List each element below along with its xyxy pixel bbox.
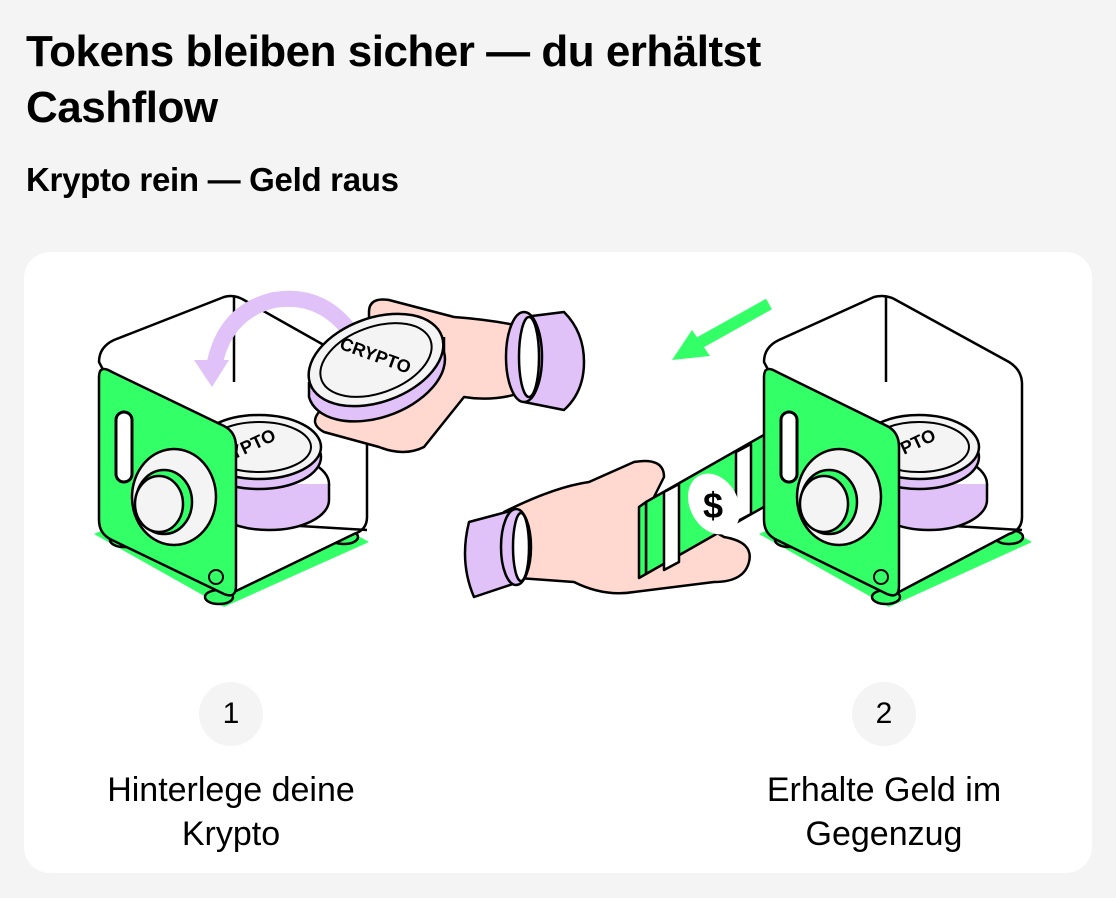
step-1: 1 Hinterlege deine Krypto (51, 682, 411, 856)
page-title: Tokens bleiben sicher — du erhältst Cash… (26, 27, 761, 132)
step-label: Hinterlege deine Krypto (107, 771, 355, 853)
step-number-badge: 2 (852, 682, 916, 746)
crypto-to-cash-illustration: YPTO (94, 290, 1032, 607)
safe-right-icon: YPTO (759, 294, 1032, 607)
safe-dial-icon (130, 447, 218, 547)
safe-dial-icon (795, 447, 883, 547)
safe-left-icon: YPTO (94, 294, 369, 607)
step-number-badge: 1 (199, 682, 263, 746)
steps-card: YPTO (24, 252, 1092, 873)
hand-receiving-cash-icon: $ (463, 430, 771, 599)
step-2: 2 Erhalte Geld im Gegenzug (704, 682, 1064, 856)
page-subtitle: Krypto rein — Geld raus (26, 161, 399, 198)
svg-text:$: $ (703, 485, 723, 526)
step-label: Erhalte Geld im Gegenzug (766, 771, 1002, 853)
cash-arrow-icon (672, 298, 772, 360)
deposit-arrow-icon (206, 290, 361, 369)
hand-giving-coin-icon: CRYPTO (307, 298, 586, 454)
banknote-icon: $ (637, 430, 771, 580)
